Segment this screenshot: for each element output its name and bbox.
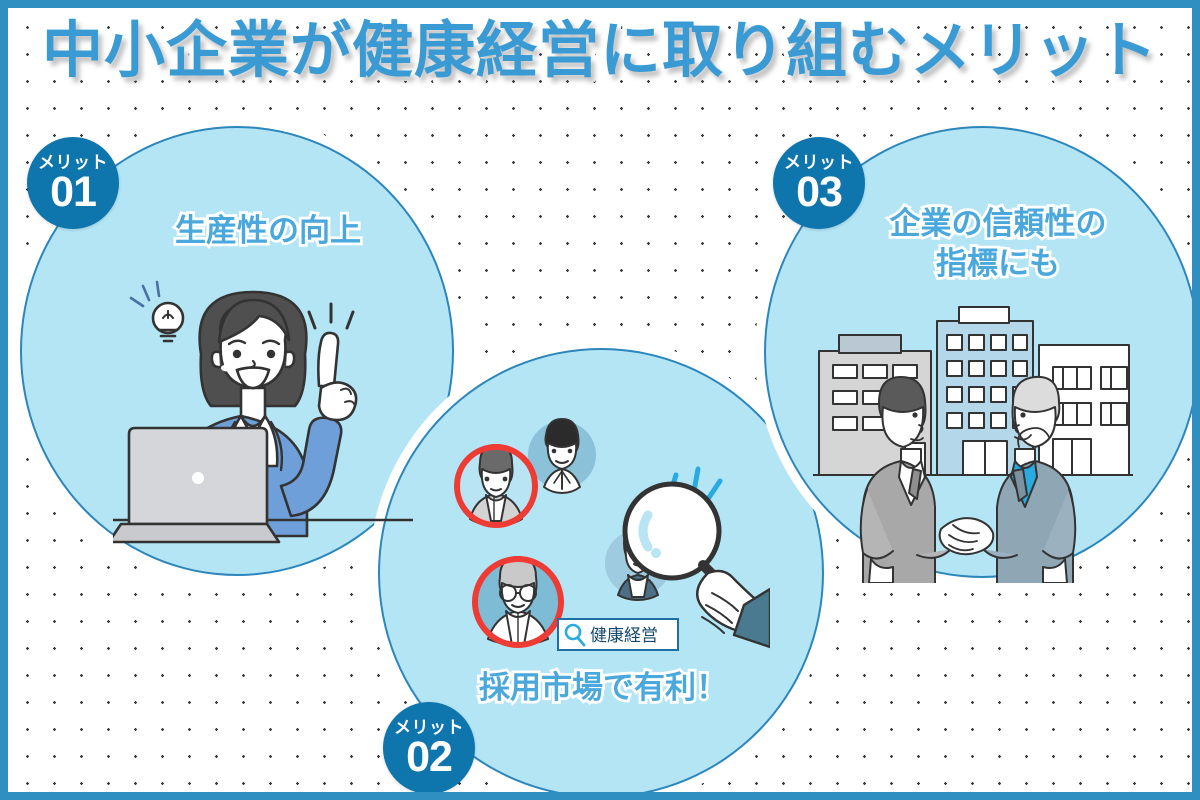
- avatar-candidate-selected-2: [472, 556, 564, 648]
- merit-badge-number-02: 02: [406, 732, 453, 781]
- handshake-hands: [938, 517, 995, 556]
- illustration-woman-with-laptop: [113, 280, 413, 544]
- search-icon: [564, 623, 586, 647]
- avatar-candidate-a: [528, 418, 596, 494]
- page-title: 中小企業が健康経営に取り組むメリット: [8, 15, 1192, 85]
- merit-badge-kicker-03: メリット: [784, 152, 854, 172]
- search-box-group: 健康経営: [557, 618, 679, 651]
- merit-badge-03: メリット 03: [773, 137, 865, 229]
- person-left: [859, 376, 952, 583]
- merit-badge-number-01: 01: [50, 167, 97, 216]
- page-title-text: 中小企業が健康経営に取り組むメリット: [37, 15, 1161, 85]
- merit-badge-kicker-02: メリット: [394, 717, 464, 737]
- illustration-handshake-buildings: [813, 306, 1133, 583]
- illustration-candidate-search: 健康経営: [454, 418, 770, 651]
- merit-badge-number-03: 03: [796, 167, 843, 216]
- avatar-candidate-selected-1: [454, 444, 538, 528]
- merit-badge-01: メリット 01: [27, 137, 119, 229]
- person-right: [982, 375, 1077, 583]
- search-query-text: 健康経営: [590, 626, 658, 645]
- merit-badge-kicker-01: メリット: [38, 152, 108, 172]
- poster-canvas: 中小企業が健康経営に取り組むメリット: [8, 8, 1192, 792]
- merit-badge-02: メリット 02: [383, 702, 475, 792]
